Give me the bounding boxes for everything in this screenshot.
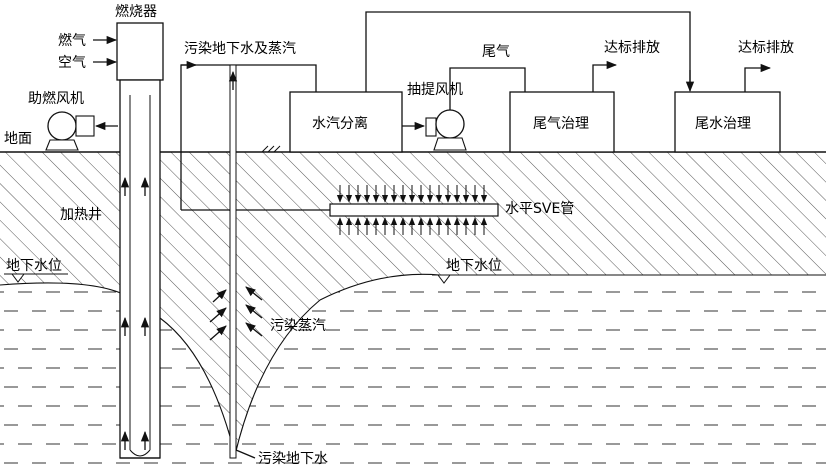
air-label: 空气 [58,55,86,71]
heating-well-label: 加热井 [60,207,102,223]
tail-gas-treatment-box [509,91,615,153]
fuel-gas-label: 燃气 [58,32,86,49]
contaminant-vapor-label: 污染蒸汽 [270,318,326,334]
wastewater-treatment-label: 尾水治理 [695,116,751,132]
horizontal-sve-pipe [329,203,499,217]
fan-icon [45,111,95,151]
extraction-fan-label: 抽提风机 [407,82,463,98]
discharge-pipe-2 [744,63,772,92]
flow-arrow-icon [120,176,150,450]
contaminated-groundwater-label: 污染地下水 [258,451,328,467]
horizontal-sve-pipe-label: 水平SVE管 [505,201,574,217]
flow-arrow-icon [209,286,263,341]
fan-icon [425,109,467,151]
flow-arrow-icon [336,185,488,235]
vadose-zone [0,152,826,455]
water-table-label-left: 地下水位 [6,258,62,274]
discharge-compliant-label-1: 达标排放 [604,40,660,56]
burner-box [116,22,164,81]
tail-gas-label: 尾气 [482,44,510,60]
contaminated-gw-pointer [235,449,256,459]
water-vapor-separation-label: 水汽分离 [312,115,368,132]
discharge-pipe-1 [592,60,618,92]
water-vapor-separation-box [289,91,403,153]
burner-label: 燃烧器 [115,3,157,20]
tail-gas-treatment-label: 尾气治理 [533,116,589,132]
contaminated-gw-steam-label: 污染地下水及蒸汽 [184,41,296,57]
water-level-marker-icon [4,273,500,284]
extraction-well [229,64,237,459]
groundwater-zone [0,291,826,464]
tail-gas-pipe [449,67,526,110]
heating-well [119,79,161,459]
water-to-treatment-pipe [365,11,691,92]
steam-return-pipe [180,64,317,210]
water-table-label-right: 地下水位 [446,258,502,274]
combustion-fan-label: 助燃风机 [28,90,84,107]
ground-surface-label: 地面 [4,131,32,147]
wastewater-treatment-box [674,91,781,153]
discharge-compliant-label-2: 达标排放 [738,40,794,56]
